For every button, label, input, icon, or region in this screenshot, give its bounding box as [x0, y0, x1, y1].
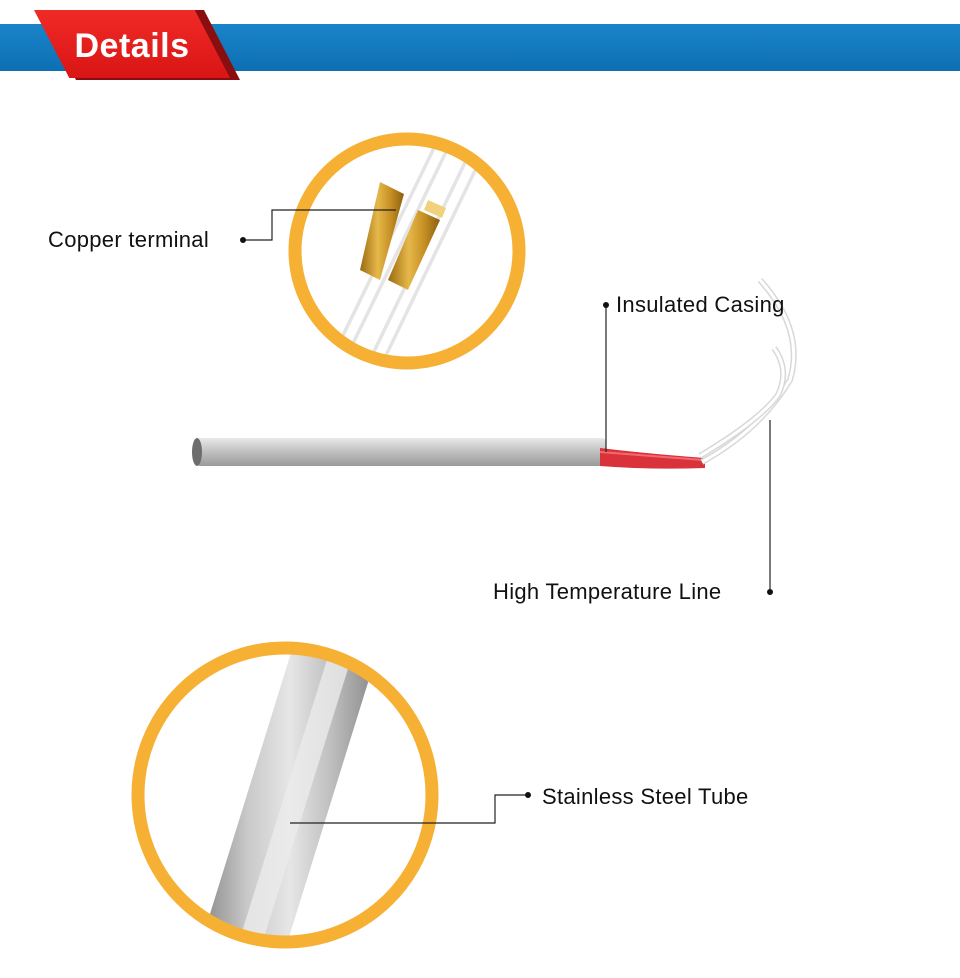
stainless-steel-tube-label: Stainless Steel Tube: [542, 784, 749, 809]
copper-terminal-sleeve-icon: [360, 182, 446, 290]
insulated-casing-label: Insulated Casing: [616, 292, 785, 317]
copper-terminal-zoom: [288, 132, 526, 370]
high-temperature-line-label: High Temperature Line: [493, 579, 722, 604]
title-tag: [34, 10, 230, 78]
leader-lines: [243, 209, 771, 824]
stainless-tube-zoom: [131, 641, 439, 949]
cartridge-heater: [192, 277, 797, 469]
copper-terminal-label: Copper terminal: [48, 227, 210, 252]
page-title: Details: [74, 27, 190, 65]
leader-dots: [240, 237, 773, 798]
